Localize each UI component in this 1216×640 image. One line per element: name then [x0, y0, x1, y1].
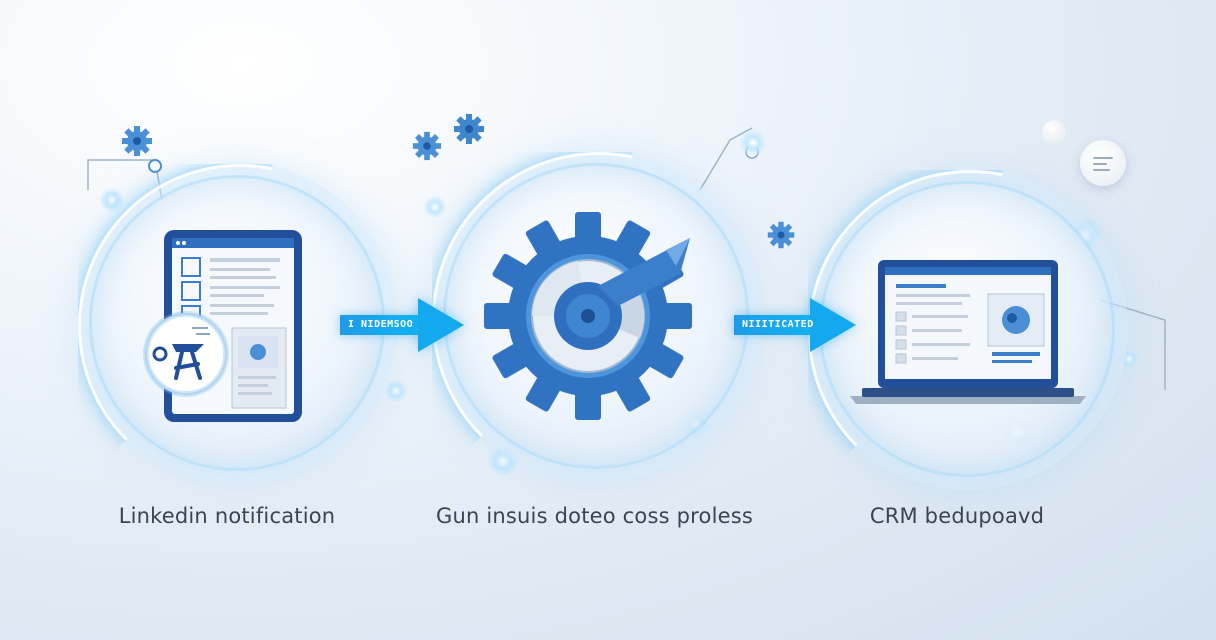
chat-bubble-icon — [1080, 140, 1126, 186]
glow-dot — [1042, 120, 1066, 144]
flow-arrow-2: NIIITICATED — [734, 298, 856, 352]
glow-dot — [740, 130, 766, 156]
glow-dot — [424, 196, 446, 218]
step-3-label: CRM bedupoavd — [869, 504, 1045, 528]
step-3-stage — [808, 170, 1112, 494]
step-1-stage — [78, 164, 382, 488]
glow-dot — [488, 446, 518, 476]
small-gear-icon — [454, 114, 484, 144]
tablet-icon — [143, 230, 302, 422]
gear-icon — [484, 212, 692, 420]
step-2-stage — [432, 152, 746, 486]
small-gear-icon — [412, 131, 442, 161]
arrow-2-tag: NIIITICATED — [742, 319, 814, 330]
step-2-label: Gun insuis doteo coss proless — [436, 504, 754, 528]
arrow-1-tag: I NIDEMSOO — [348, 319, 414, 330]
laptop-icon — [850, 260, 1086, 404]
glow-dot — [1120, 350, 1138, 368]
step-1-label: Linkedin notification — [118, 504, 336, 528]
small-gear-icon — [767, 221, 795, 249]
glow-dot — [385, 380, 407, 402]
small-gear-icon — [122, 126, 152, 156]
flow-arrow-1: I NIDEMSOO — [340, 298, 464, 352]
glow-dot — [100, 188, 124, 212]
